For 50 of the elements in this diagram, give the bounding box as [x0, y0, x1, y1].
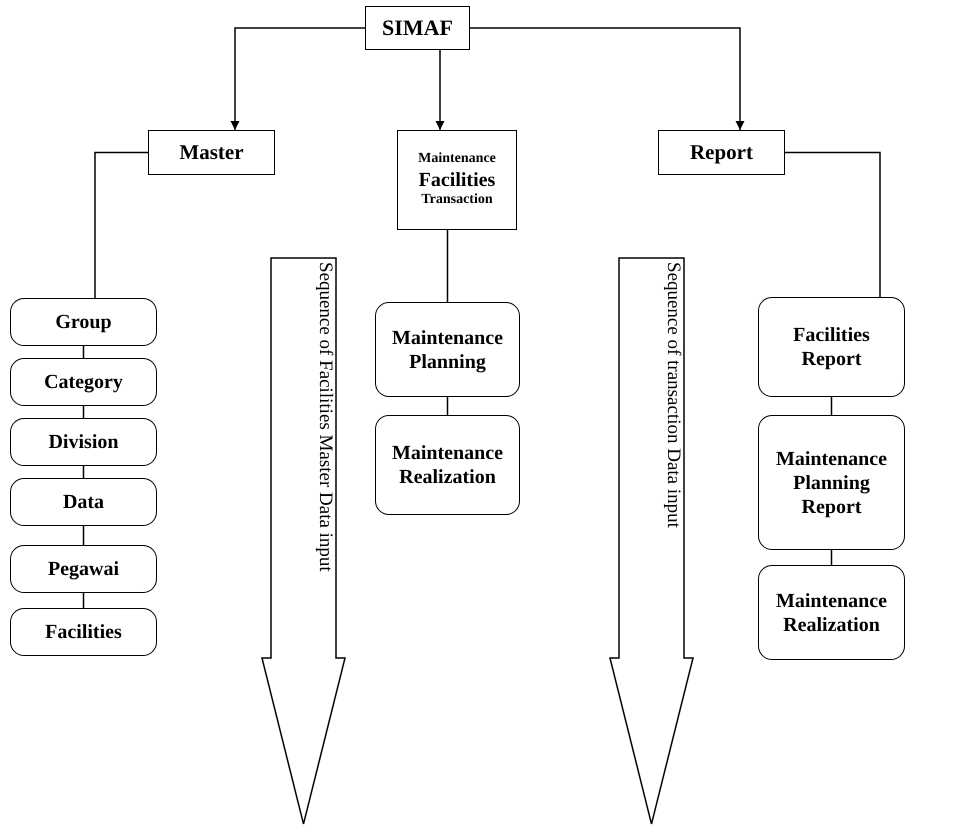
rounded-box	[375, 415, 520, 515]
rounded-box	[758, 415, 905, 550]
process-box	[365, 6, 470, 50]
arrow	[436, 50, 444, 130]
box-label: Pegawai	[48, 557, 120, 581]
block-arrow	[262, 258, 345, 824]
box-label: Facilities	[418, 168, 496, 192]
arrow-label: Sequence of transaction Data input	[662, 262, 683, 528]
box-label: Maintenance Realization	[390, 441, 504, 489]
process-box	[148, 130, 275, 175]
rounded-box	[10, 545, 157, 593]
box-label: Data	[62, 490, 104, 514]
connector-line	[82, 346, 84, 358]
box-label: Maintenance Planning Report	[774, 446, 888, 518]
process-box	[397, 130, 517, 230]
connector-line	[94, 152, 148, 298]
rounded-box	[758, 297, 905, 397]
connector-line	[446, 397, 448, 415]
box-label: Maintenance Realization	[774, 588, 888, 636]
arrow-label: Sequence of Facilities Master Data input	[314, 262, 335, 572]
box-label: SIMAF	[382, 14, 453, 42]
connector-line	[82, 466, 84, 478]
arrow	[470, 27, 744, 130]
box-label: Facilities Report	[792, 323, 871, 371]
connector-line	[830, 397, 832, 415]
connector-line	[830, 550, 832, 565]
rounded-box	[10, 418, 157, 466]
rounded-box	[10, 478, 157, 526]
arrow	[230, 27, 365, 130]
box-label: Report	[690, 140, 753, 166]
rounded-box	[758, 565, 905, 660]
block-arrow	[610, 258, 693, 824]
box-label: Category	[44, 370, 123, 394]
rounded-box	[10, 358, 157, 406]
rounded-box	[375, 302, 520, 397]
process-box	[658, 130, 785, 175]
box-label: Maintenance	[418, 151, 496, 168]
box-label: Group	[55, 310, 112, 334]
rounded-box	[10, 608, 157, 656]
box-label: Transaction	[421, 192, 493, 209]
box-label: Facilities	[45, 620, 122, 644]
rounded-box	[10, 298, 157, 346]
connector-line	[82, 593, 84, 608]
connector-line	[446, 230, 448, 302]
box-label: Division	[48, 430, 119, 454]
connector-line	[82, 406, 84, 418]
connector-line	[785, 152, 881, 297]
box-label: Master	[179, 140, 244, 166]
connector-line	[82, 526, 84, 545]
box-label: Maintenance Planning	[390, 326, 504, 374]
